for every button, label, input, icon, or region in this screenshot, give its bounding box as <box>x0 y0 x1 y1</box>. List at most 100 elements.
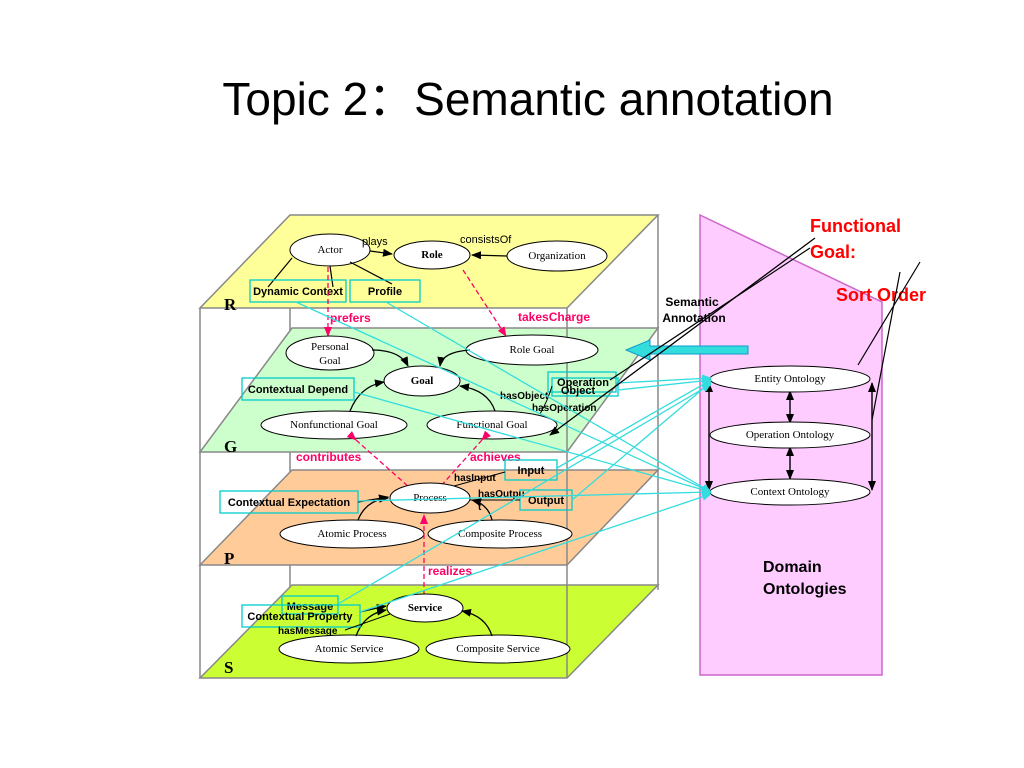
functional-goal-label: Functional Goal <box>456 419 527 431</box>
composite-process-node <box>427 519 573 549</box>
composite-process-label: Composite Process <box>458 528 542 540</box>
takes-charge-label: takesCharge <box>518 310 590 324</box>
composite-to-service <box>461 608 493 637</box>
achieves-edge <box>439 430 491 488</box>
contextual-expectation-label: Contextual Expectation <box>228 497 351 509</box>
semantic-annotation-arrow <box>624 339 749 361</box>
plays-edge <box>369 248 393 257</box>
composite-to-process <box>471 498 493 521</box>
sort-order-callout: Sort Order <box>836 285 926 305</box>
semantic-annotation-label-2: Annotation <box>662 311 725 325</box>
role-label: Role <box>421 249 443 261</box>
has-input-label: hasInput <box>454 473 496 484</box>
nonfunctional-goal-label: Nonfunctional Goal <box>290 419 378 431</box>
annotation-link <box>353 391 712 494</box>
layer-label-s: S <box>224 658 233 677</box>
message-label: Message <box>287 601 333 613</box>
has-output-label-tail: t <box>478 502 482 513</box>
atomic-service-label: Atomic Service <box>315 643 384 655</box>
annotation-link <box>556 379 712 469</box>
has-input-link <box>453 471 506 487</box>
object-label: Object <box>561 385 596 397</box>
achieves-label: achieves <box>470 450 521 464</box>
role-goal-label: Role Goal <box>510 344 555 356</box>
input-box <box>504 459 558 481</box>
functional-goal-callout-2: Goal: <box>810 242 856 262</box>
operation-label: Operation <box>557 377 609 389</box>
profile-label: Profile <box>368 286 402 298</box>
annotation-link <box>357 488 712 502</box>
nonfunctional-to-goal <box>349 379 385 412</box>
operation-ontology-label: Operation Ontology <box>746 429 835 441</box>
nonfunctional-goal-node <box>260 410 408 440</box>
plays-label: plays <box>362 236 388 248</box>
has-object-label: hasObject <box>500 391 549 402</box>
contextual-depend-box <box>241 377 355 401</box>
composite-service-label: Composite Service <box>456 643 540 655</box>
operation-box <box>547 371 617 393</box>
callout-line <box>871 271 901 421</box>
annotation-link <box>385 301 712 493</box>
annotation-link <box>359 493 712 613</box>
role-goal-to-goal <box>437 349 471 367</box>
callout-line <box>549 237 816 436</box>
annotation-link <box>337 383 712 605</box>
contributes-edge <box>346 431 411 489</box>
input-label: Input <box>518 465 545 477</box>
functional-goal-attr-link <box>539 385 553 415</box>
contextual-property-box <box>241 604 361 628</box>
functional-to-goal <box>459 383 496 412</box>
process-label: Process <box>413 492 447 504</box>
goal-label: Goal <box>411 375 434 387</box>
consists-of-edge <box>471 251 508 260</box>
annotation-link <box>571 381 712 501</box>
annotation-link <box>295 301 712 493</box>
annotation-link <box>617 374 712 384</box>
page-title: Topic 2：Semantic annotation <box>222 73 833 125</box>
contextual-property-label: Contextual Property <box>247 611 353 623</box>
contextual-depend-label: Contextual Depend <box>248 384 348 396</box>
atomic-process-label: Atomic Process <box>317 528 386 540</box>
service-label: Service <box>408 602 442 614</box>
realizes-label: realizes <box>428 564 472 578</box>
actor-link <box>267 257 293 288</box>
context-ontology-label: Context Ontology <box>750 486 830 498</box>
personal-goal-node <box>285 335 375 371</box>
functional-goal-callout-1: Functional <box>810 216 901 236</box>
dynamic-context-box <box>249 279 347 303</box>
has-output-label: hasOutpu <box>478 489 525 500</box>
layer-label-r: R <box>224 295 237 314</box>
prefers-label: prefers <box>330 311 371 325</box>
service-node <box>386 593 464 623</box>
profile-box <box>349 279 421 303</box>
entity-ontology-label: Entity Ontology <box>754 373 826 385</box>
functional-goal-node <box>426 410 558 440</box>
personal-goal-to-goal <box>371 349 409 367</box>
layer-label-p: P <box>224 549 234 568</box>
domain-ontologies-label-2: Ontologies <box>763 581 847 598</box>
dynamic-context-label: Dynamic Context <box>253 286 343 298</box>
contributes-label: contributes <box>296 450 362 464</box>
actor-link <box>329 265 334 288</box>
consists-of-label: consistsOf <box>460 234 512 246</box>
atomic-service-node <box>278 634 420 664</box>
actor-label: Actor <box>317 244 342 256</box>
operation-ontology-node <box>709 421 871 449</box>
output-label: Output <box>528 495 564 507</box>
callout-line <box>609 247 811 381</box>
callout-line <box>857 261 921 366</box>
takes-charge-edge <box>462 269 507 337</box>
annotation-link <box>617 376 712 391</box>
composite-service-node <box>425 634 571 664</box>
has-operation-label: hasOperation <box>532 403 596 414</box>
has-message-link <box>344 613 391 631</box>
role-node <box>393 240 471 270</box>
has-message-label: hasMessage <box>278 626 338 637</box>
personal-goal-label-1: Personal <box>311 341 349 353</box>
personal-goal-label-2: Goal <box>319 355 340 367</box>
semantic-annotation-label-1: Semantic <box>665 295 719 309</box>
domain-ontologies-label-1: Domain <box>763 559 822 576</box>
layer-label-g: G <box>224 437 237 456</box>
organization-label: Organization <box>528 250 586 262</box>
